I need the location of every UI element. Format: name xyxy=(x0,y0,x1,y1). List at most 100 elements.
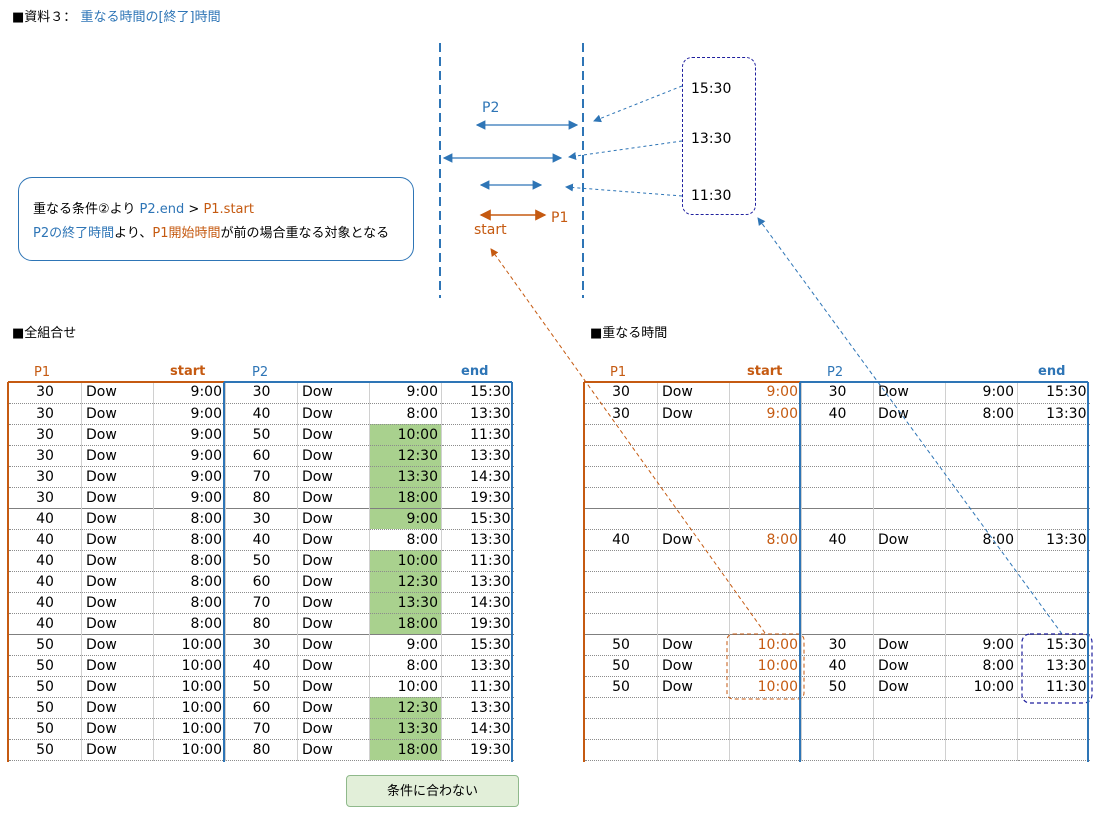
table-cell: 40 xyxy=(8,571,82,593)
table-cell xyxy=(657,592,730,614)
table-cell xyxy=(729,571,802,593)
table-cell xyxy=(873,466,946,488)
table-cell xyxy=(729,445,802,467)
table-cell: Dow xyxy=(297,507,370,530)
table-cell xyxy=(657,445,730,467)
table-cell: Dow xyxy=(81,403,154,425)
table-cell: Dow xyxy=(297,613,370,635)
table-cell xyxy=(945,424,1018,446)
table-cell xyxy=(1017,571,1090,593)
table-cell: 9:00 xyxy=(153,487,226,509)
table-cell: 40 xyxy=(8,507,82,530)
table-cell: Dow xyxy=(297,655,370,677)
table-row xyxy=(584,718,1090,740)
note-p2-end: P2.end xyxy=(139,202,185,217)
table-cell: Dow xyxy=(81,739,154,761)
table-cell xyxy=(1017,718,1090,740)
title-prefix: ■資料３： xyxy=(12,10,77,25)
table-cell: 12:30 xyxy=(369,571,442,593)
table-cell: 80 xyxy=(225,739,298,761)
table-cell xyxy=(801,550,874,572)
table-cell xyxy=(1017,445,1090,467)
note-text: より、 xyxy=(114,226,153,241)
table-cell: 11:30 xyxy=(441,676,514,698)
note-line-1: 重なる条件②より P2.end > P1.start xyxy=(33,198,413,222)
table-cell: 60 xyxy=(225,697,298,719)
table-cell: 14:30 xyxy=(441,466,514,488)
table-cell: 40 xyxy=(801,529,874,551)
table-row xyxy=(584,592,1090,614)
table-cell xyxy=(873,571,946,593)
table-cell: 8:00 xyxy=(153,571,226,593)
table-cell: 10:00 xyxy=(369,550,442,572)
diagram-p2-label: P2 xyxy=(482,100,500,116)
right-header-end: end xyxy=(1038,364,1066,379)
table-cell: 40 xyxy=(8,592,82,614)
callout-leader xyxy=(565,183,683,197)
start-connector xyxy=(490,248,766,634)
table-cell xyxy=(1017,507,1090,530)
table-cell: 60 xyxy=(225,571,298,593)
note-p1-starttime: P1開始時間 xyxy=(152,226,221,241)
table-cell xyxy=(657,550,730,572)
table-cell xyxy=(729,507,802,530)
table-cell: Dow xyxy=(297,676,370,698)
right-section-title: ■重なる時間 xyxy=(590,326,668,341)
note-gt: > xyxy=(184,202,204,217)
table-cell: Dow xyxy=(873,676,946,698)
table-cell: 10:00 xyxy=(945,676,1018,698)
table-cell: 30 xyxy=(8,466,82,488)
table-cell: 10:00 xyxy=(153,676,226,698)
table-row xyxy=(584,424,1090,446)
table-cell: 15:30 xyxy=(1017,633,1090,656)
table-cell: Dow xyxy=(81,507,154,530)
table-cell: 30 xyxy=(801,382,874,404)
table-cell: 12:30 xyxy=(369,445,442,467)
table-row xyxy=(584,466,1090,488)
table-cell xyxy=(657,507,730,530)
table-cell xyxy=(729,697,802,719)
table-cell xyxy=(873,697,946,719)
table-cell: 9:00 xyxy=(153,382,226,404)
table-cell: Dow xyxy=(297,697,370,719)
table-cell: 40 xyxy=(584,529,658,551)
note-p1-start: P1.start xyxy=(203,202,254,217)
table-cell: 11:30 xyxy=(441,550,514,572)
table-cell: 9:00 xyxy=(153,424,226,446)
not-matching-condition-button[interactable]: 条件に合わない xyxy=(346,775,519,807)
table-cell: 50 xyxy=(8,718,82,740)
table-row xyxy=(584,445,1090,467)
table-cell: Dow xyxy=(297,739,370,761)
table-cell xyxy=(945,592,1018,614)
callout-time-2: 13:30 xyxy=(691,131,732,147)
table-cell xyxy=(945,571,1018,593)
table-cell xyxy=(945,697,1018,719)
table-row xyxy=(584,739,1090,761)
table-cell: 13:30 xyxy=(1017,403,1090,425)
table-cell xyxy=(873,718,946,740)
table-cell: 15:30 xyxy=(441,633,514,656)
table-cell: Dow xyxy=(657,676,730,698)
table-cell: 13:30 xyxy=(441,571,514,593)
left-header-start: start xyxy=(170,364,206,379)
table-cell: 70 xyxy=(225,592,298,614)
table-cell: 15:30 xyxy=(441,382,514,404)
table-cell: 9:00 xyxy=(945,633,1018,656)
table-cell: Dow xyxy=(297,529,370,551)
table-cell: 18:00 xyxy=(369,487,442,509)
table-cell: 8:00 xyxy=(369,403,442,425)
left-header-p1: P1 xyxy=(34,365,51,380)
table-cell xyxy=(945,445,1018,467)
table-cell: Dow xyxy=(81,487,154,509)
diagram-start-label: start xyxy=(474,222,507,238)
start-highlight-frame xyxy=(726,633,805,700)
end-connector xyxy=(757,217,1063,635)
table-cell: Dow xyxy=(297,445,370,467)
